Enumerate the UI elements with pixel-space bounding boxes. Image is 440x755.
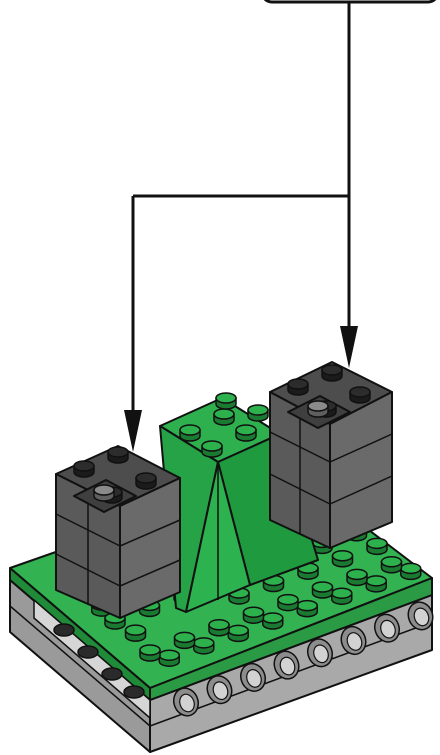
stud-top — [244, 607, 264, 617]
side-pin — [54, 624, 74, 636]
slope-stud — [216, 393, 236, 409]
stud-top — [136, 473, 156, 483]
stud-top — [367, 538, 387, 548]
plate-stud — [366, 576, 386, 592]
stud-top — [297, 601, 317, 611]
plate-stud — [297, 601, 317, 617]
plate-stud — [333, 551, 353, 567]
plate-stud — [382, 557, 402, 573]
plate-stud — [313, 582, 333, 598]
side-pin — [102, 668, 122, 680]
plate-stud — [278, 595, 298, 611]
plate-stud — [244, 607, 264, 623]
tower-stud — [108, 447, 128, 463]
slope-stud — [202, 441, 222, 457]
slope-stud — [214, 409, 234, 425]
plate-stud-light — [308, 401, 328, 417]
stud-top — [216, 393, 236, 403]
tower-stud — [74, 461, 94, 477]
slope-stud — [180, 425, 200, 441]
tower-stud — [350, 387, 370, 403]
stud-top — [313, 582, 333, 592]
stud-top — [382, 557, 402, 567]
stud-top — [401, 563, 421, 573]
stud-top — [74, 461, 94, 471]
stud-top — [126, 625, 146, 635]
plate-stud — [332, 588, 352, 604]
stud-top — [347, 569, 367, 579]
plate-stud — [401, 563, 421, 579]
plate-stud — [194, 638, 214, 654]
plate-stud-light — [94, 485, 114, 501]
left-arrow — [124, 410, 142, 452]
stud-top — [288, 379, 308, 389]
stud-top — [322, 365, 342, 375]
stud-top — [214, 409, 234, 419]
tower-stud — [322, 365, 342, 381]
side-pin — [78, 646, 98, 658]
plate-stud — [175, 632, 195, 648]
side-pin — [124, 686, 144, 698]
stud-top — [175, 632, 195, 642]
stud-top — [333, 551, 353, 561]
slope-stud — [236, 425, 256, 441]
stud-top — [366, 576, 386, 586]
stud-top — [248, 405, 268, 415]
stud-top — [263, 613, 283, 623]
stud-top — [140, 645, 160, 655]
stud-top — [202, 441, 222, 451]
tower-stud — [288, 379, 308, 395]
stud-top — [228, 625, 248, 635]
stud-top — [94, 485, 114, 495]
stud-top — [209, 620, 229, 630]
plate-stud — [263, 613, 283, 629]
leader-line — [133, 2, 349, 415]
plate-stud — [347, 569, 367, 585]
plate-stud — [228, 625, 248, 641]
tower-stud — [136, 473, 156, 489]
plate-stud — [209, 620, 229, 636]
stud-top — [278, 595, 298, 605]
stud-top — [332, 588, 352, 598]
stud-top — [108, 447, 128, 457]
plate-stud — [159, 650, 179, 666]
stud-top — [159, 650, 179, 660]
stud-top — [180, 425, 200, 435]
plate-stud — [367, 538, 387, 554]
plate-stud — [140, 645, 160, 661]
stud-top — [194, 638, 214, 648]
plate-stud — [126, 625, 146, 641]
right-arrow — [340, 326, 358, 368]
stud-top — [236, 425, 256, 435]
stud-top — [308, 401, 328, 411]
stud-top — [350, 387, 370, 397]
callout-box — [262, 0, 438, 2]
slope-stud — [248, 405, 268, 421]
